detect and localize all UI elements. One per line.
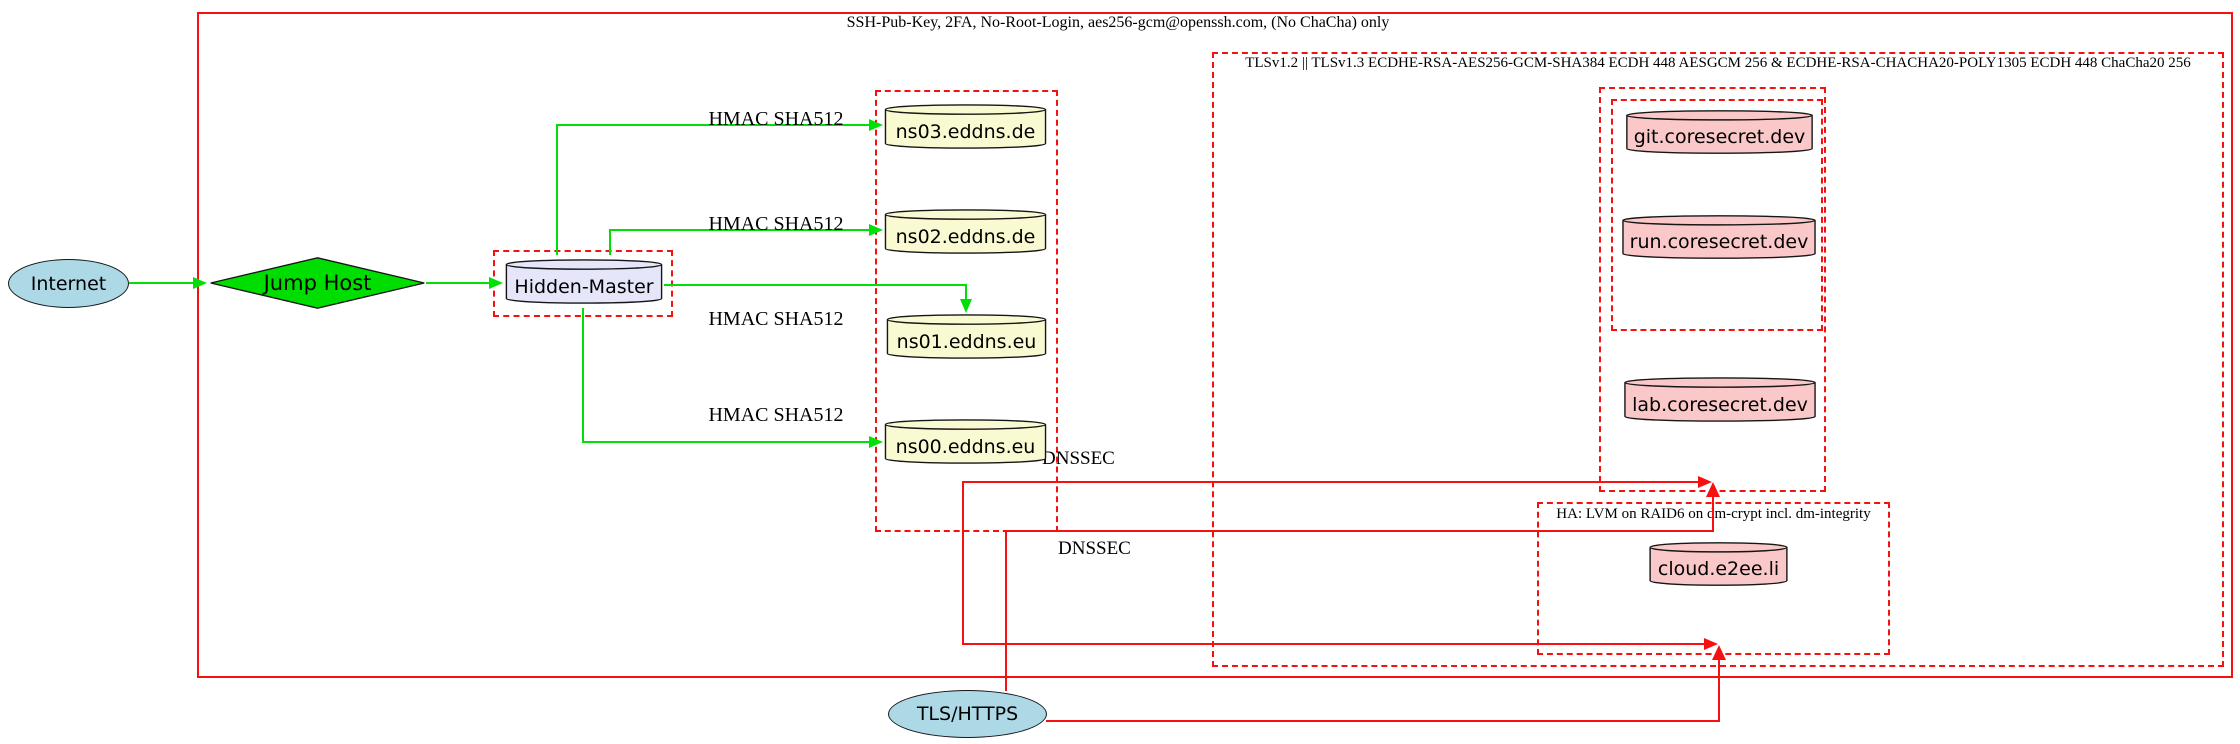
cylinder-shape <box>883 415 1048 468</box>
node-ns03-label: ns03.eddns.de <box>895 120 1036 143</box>
ssh-cluster-box <box>197 12 2233 678</box>
edge-label-hmac-ns00: HMAC SHA512 <box>708 404 844 426</box>
edge-dnssec-upper-line <box>962 481 1698 483</box>
node-lab-coresecret: lab.coresecret.dev <box>1622 373 1818 426</box>
node-hidden-master-label: Hidden-Master <box>514 275 654 298</box>
edge-label-hmac-ns03: HMAC SHA512 <box>708 108 844 130</box>
edge-tls-ha-segment-v <box>1718 660 1720 721</box>
edge-dnssec-lower-line <box>962 643 1704 645</box>
node-ns02-label: ns02.eddns.de <box>895 225 1036 248</box>
node-hidden-master: Hidden-Master <box>504 255 664 308</box>
node-ns03: ns03.eddns.de <box>883 100 1048 153</box>
edge-tls-ha-arrowhead <box>1712 645 1726 660</box>
edge-hiddenmaster-ns00-arrowhead <box>869 436 883 448</box>
node-ns02: ns02.eddns.de <box>883 205 1048 258</box>
node-ns00-label: ns00.eddns.eu <box>895 435 1036 458</box>
node-cloud-e2ee: cloud.e2ee.li <box>1648 538 1789 590</box>
edge-tls-ha-segment-h <box>1046 720 1720 722</box>
node-ns01-label: ns01.eddns.eu <box>896 330 1037 353</box>
edge-hiddenmaster-ns03-arrowhead <box>869 119 883 131</box>
edge-hiddenmaster-ns01-arrowhead <box>960 299 972 313</box>
node-ns00: ns00.eddns.eu <box>883 415 1048 468</box>
edge-internet-jumphost-arrowhead <box>193 277 207 289</box>
node-ns01: ns01.eddns.eu <box>885 310 1048 363</box>
edge-dnssec-trunk-v <box>962 482 964 644</box>
edge-jumphost-hiddenmaster-line <box>426 282 489 284</box>
edge-jumphost-hiddenmaster-arrowhead <box>489 277 503 289</box>
node-internet-label: Internet <box>30 272 107 295</box>
edge-label-hmac-ns02: HMAC SHA512 <box>708 213 844 235</box>
edge-hiddenmaster-ns02-segment-v <box>609 230 611 255</box>
edge-internet-jumphost-line <box>129 282 193 284</box>
edge-hiddenmaster-ns02-segment-h <box>609 229 869 231</box>
cylinder-shape <box>1648 538 1789 590</box>
edge-hiddenmaster-ns03-segment-v <box>556 125 558 255</box>
node-run-coresecret: run.coresecret.dev <box>1620 211 1818 263</box>
edge-hiddenmaster-ns01-segment-v <box>965 284 967 299</box>
cylinder-shape <box>1620 211 1818 263</box>
edge-tls-coresecret-segment-h <box>1005 530 1714 532</box>
cylinder-shape <box>504 255 664 308</box>
tls-cluster-label: TLSv1.2 || TLSv1.3 ECDHE-RSA-AES256-GCM-… <box>1245 55 2191 71</box>
coresecret-inner-cluster-box <box>1611 99 1823 331</box>
cylinder-shape <box>1622 373 1818 426</box>
cylinder-shape <box>885 310 1048 363</box>
cylinder-shape <box>883 100 1048 153</box>
node-jump-host: Jump Host <box>209 257 426 309</box>
edge-label-dnssec-upper: DNSSEC <box>1042 448 1115 469</box>
edge-hiddenmaster-ns01-segment-h <box>664 284 966 286</box>
edge-hiddenmaster-ns03-segment-h <box>556 124 869 126</box>
edge-tls-coresecret-segment-v1 <box>1005 531 1007 691</box>
cylinder-shape <box>883 205 1048 258</box>
edge-hiddenmaster-ns00-segment-v <box>582 308 584 442</box>
node-git-coresecret-label: git.coresecret.dev <box>1633 126 1806 148</box>
ssh-cluster-label: SSH-Pub-Key, 2FA, No-Root-Login, aes256-… <box>846 14 1390 31</box>
node-git-coresecret: git.coresecret.dev <box>1624 106 1815 158</box>
node-internet: Internet <box>8 259 129 308</box>
edge-label-dnssec-lower: DNSSEC <box>1058 538 1131 559</box>
node-tls-https: TLS/HTTPS <box>888 690 1047 738</box>
edge-tls-coresecret-segment-v2 <box>1712 497 1714 531</box>
edge-label-hmac-ns01: HMAC SHA512 <box>708 308 844 330</box>
node-tls-https-label: TLS/HTTPS <box>916 703 1019 725</box>
diamond-shape <box>209 257 426 309</box>
edge-hiddenmaster-ns00-segment-h <box>582 441 869 443</box>
edge-tls-coresecret-arrowhead <box>1706 482 1720 497</box>
node-lab-coresecret-label: lab.coresecret.dev <box>1632 393 1808 416</box>
dns-cluster-box <box>875 90 1058 532</box>
cylinder-shape <box>1624 106 1815 158</box>
node-cloud-e2ee-label: cloud.e2ee.li <box>1657 558 1780 580</box>
edge-hiddenmaster-ns02-arrowhead <box>869 224 883 236</box>
node-run-coresecret-label: run.coresecret.dev <box>1629 231 1809 253</box>
node-jump-host-label: Jump Host <box>263 271 372 295</box>
